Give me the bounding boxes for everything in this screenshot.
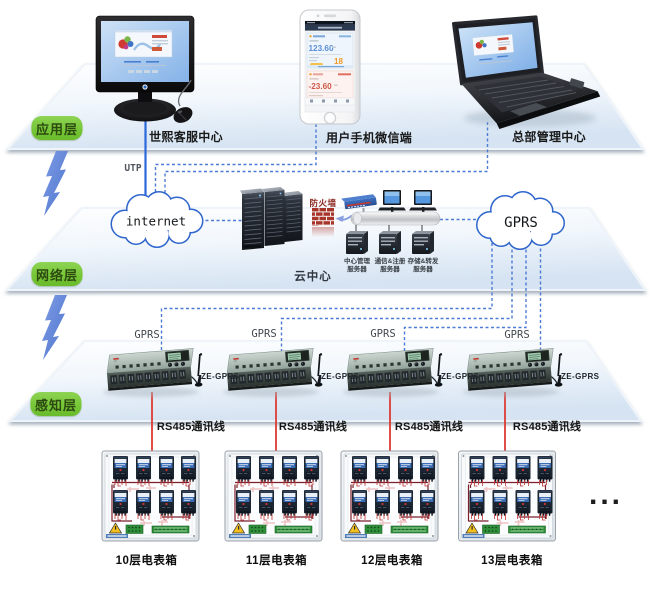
gprs-cloud-label: GPRS <box>504 215 538 231</box>
server-cluster <box>341 190 441 254</box>
meter-box-label-2: 11层电表箱 <box>245 555 308 567</box>
zegprs-label-1: ZE-GPRS <box>201 372 240 381</box>
workstation-2 <box>409 190 437 211</box>
phone-card-arrears: -23.60 <box>306 70 354 99</box>
server-label-3-line1: 存储&转发 <box>407 258 439 265</box>
rack-tower-2 <box>261 187 285 246</box>
more-boxes-indicator: ... <box>589 478 624 511</box>
desktop-monitor <box>95 15 195 123</box>
rack-tower-3 <box>281 191 303 242</box>
cloud-center-label: 云中心 <box>294 271 332 283</box>
mini-server-1 <box>346 231 368 254</box>
monitor-label: 世熙客服中心 <box>149 130 223 144</box>
gprs-cloud: GPRS <box>476 191 565 250</box>
mouse <box>173 79 193 123</box>
server-label-1: 中心管理服务器 <box>344 258 370 273</box>
firewall-label: 防火墙 <box>309 198 337 208</box>
monitor-app-window <box>114 29 173 73</box>
rack-tower-1 <box>240 188 264 250</box>
workstation-1 <box>378 190 406 211</box>
badge-application-layer: 应用层 <box>31 116 83 140</box>
laptop-internet-line <box>164 122 489 200</box>
lightning-bolt-2 <box>42 295 67 360</box>
rs485-label-4: RS485通讯线 <box>512 421 582 433</box>
gprs-label-2: GPRS <box>251 328 277 340</box>
lightning-bolt-1 <box>43 151 68 216</box>
bus-pipe <box>350 211 441 226</box>
gprs-label-3: GPRS <box>370 328 396 340</box>
server-label-1-line2: 服务器 <box>347 265 367 273</box>
zegprs-label-4: ZE-GPRS <box>561 372 600 381</box>
server-label-1-line1: 中心管理 <box>344 258 370 265</box>
meter-box-label-4: 13层电表箱 <box>481 555 543 567</box>
laptop <box>452 15 601 129</box>
gprs-label-1: GPRS <box>134 329 160 341</box>
zegprs-label-3: ZE-GPRS <box>441 372 480 381</box>
server-label-2-line2: 服务器 <box>380 265 400 273</box>
meter-box-label-1: 10层电表箱 <box>115 555 178 567</box>
rs485-label-2: RS485通讯线 <box>278 421 348 433</box>
meter-box-1 <box>102 451 199 541</box>
utp-label: UTP <box>124 163 142 174</box>
internet-cloud: internet <box>110 191 204 248</box>
mini-server-3 <box>412 231 434 254</box>
gprs-label-4: GPRS <box>504 329 530 341</box>
zegprs-label-2: ZE-GPRS <box>321 372 360 381</box>
firewall-arrow-icon <box>335 214 353 222</box>
phone-card-balance: 123.60 18 <box>306 32 354 69</box>
meter-box-3 <box>341 451 438 541</box>
phone-home-button <box>323 111 337 125</box>
laptop-keyboard-grid <box>478 79 577 108</box>
server-label-3: 存储&转发服务器 <box>408 258 439 273</box>
laptop-label: 总部管理中心 <box>512 130 586 144</box>
server-label-2: 通信&注册服务器 <box>375 258 406 273</box>
phone-screen: 123.60 18 -23.60 <box>304 20 356 113</box>
phone-label: 用户手机微信端 <box>325 131 413 145</box>
svg-text:18: 18 <box>334 57 343 66</box>
meter-box-2 <box>225 451 322 541</box>
phone-speaker <box>324 14 336 18</box>
meter-box-4 <box>459 451 556 541</box>
laptop-app-window <box>472 34 515 65</box>
firewall-wall <box>312 208 334 237</box>
rs485-label-1: RS485通讯线 <box>156 421 226 433</box>
internet-cloud-label: internet <box>126 214 186 229</box>
badge-network-layer: 网络层 <box>31 262 83 286</box>
phone-tab-bar <box>304 97 356 106</box>
network-switch <box>341 194 377 210</box>
svg-text:-23.60: -23.60 <box>309 82 333 91</box>
gprs-device3-line <box>403 244 527 352</box>
mini-server-2 <box>379 231 401 254</box>
rs485-label-3: RS485通讯线 <box>394 421 464 433</box>
gprs-device2-line <box>280 244 513 352</box>
laptop-touchpad <box>510 103 547 116</box>
server-label-2-line1: 通信&注册 <box>374 258 406 265</box>
svg-text:123.60: 123.60 <box>309 44 334 53</box>
server-label-3-line2: 服务器 <box>413 265 433 273</box>
server-rack <box>240 187 303 250</box>
laptop-keyboard <box>474 76 579 113</box>
laptop-front-edge <box>496 91 601 129</box>
meter-box-label-3: 12层电表箱 <box>361 555 423 567</box>
smartphone: 123.60 18 -23.60 <box>299 9 361 125</box>
phone-camera-icon <box>316 14 320 18</box>
badge-sensing-layer: 感知层 <box>30 392 82 416</box>
